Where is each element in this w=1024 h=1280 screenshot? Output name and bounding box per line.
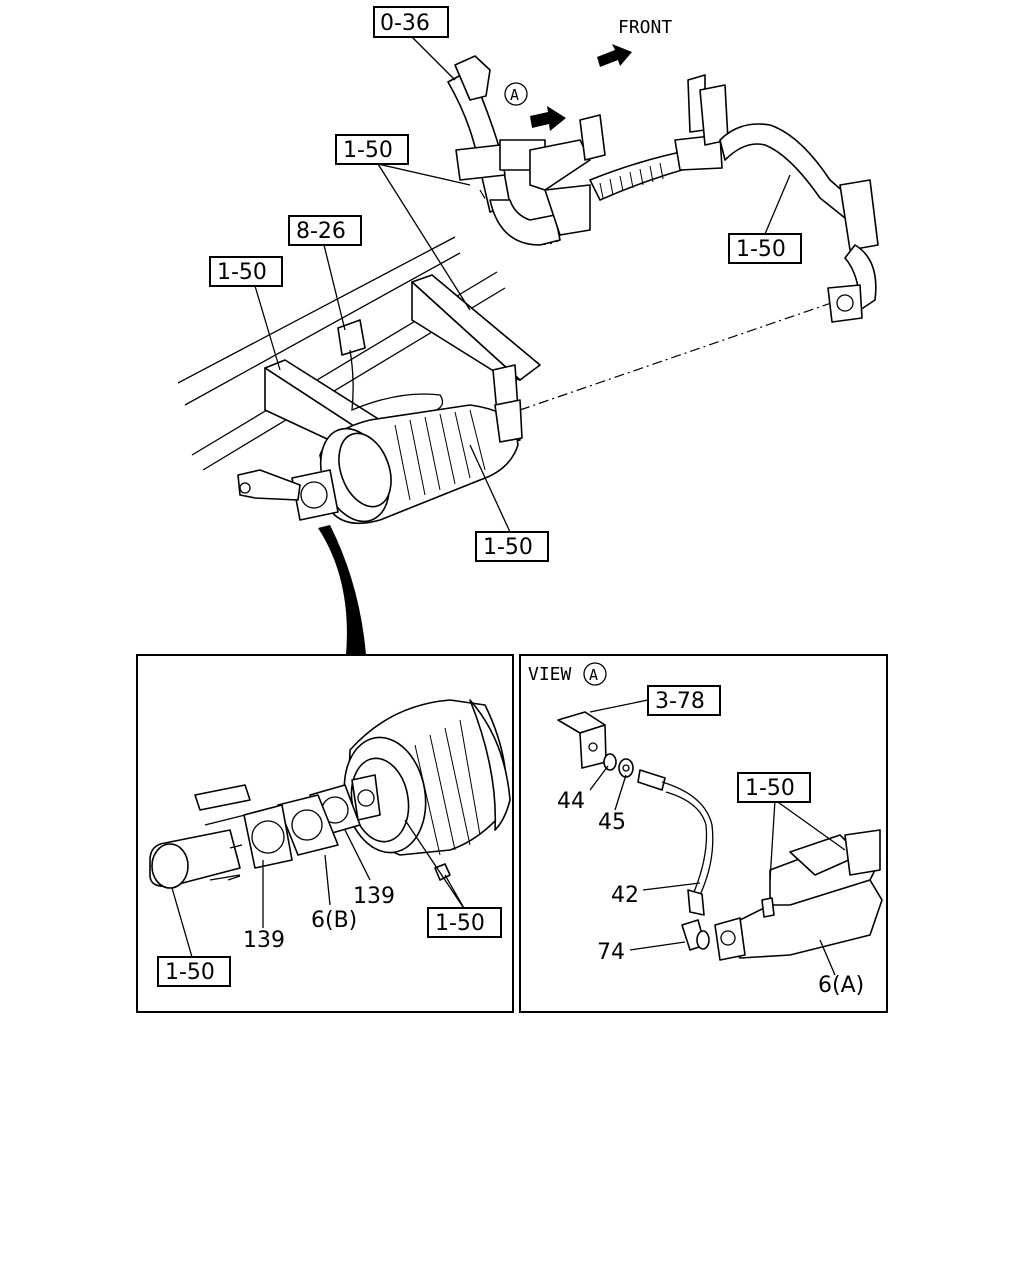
front-label: FRONT — [618, 17, 672, 38]
svg-text:3-78: 3-78 — [655, 689, 705, 714]
ref-3-78: 3-78 — [647, 685, 721, 716]
label-45: 45 — [598, 810, 626, 835]
label-74: 74 — [597, 940, 625, 965]
ref-1-50-right: 1-50 — [728, 233, 802, 264]
ref-1-50-inset-a: 1-50 — [427, 907, 502, 938]
ref-1-50-bottom: 1-50 — [475, 531, 549, 562]
svg-text:1-50: 1-50 — [343, 138, 393, 163]
view-a-marker-letter: A — [510, 86, 519, 104]
svg-text:1-50: 1-50 — [165, 960, 215, 985]
label-139-a: 139 — [243, 928, 285, 953]
ref-1-50-view: 1-50 — [737, 772, 811, 803]
detail-panel-view-a: VIEW A — [519, 654, 888, 1013]
svg-text:1-50: 1-50 — [483, 535, 533, 560]
view-label: VIEW — [528, 664, 572, 685]
ref-1-50-left: 1-50 — [209, 256, 283, 287]
svg-text:8-26: 8-26 — [296, 219, 346, 244]
view-label-marker: A — [589, 666, 598, 684]
svg-text:1-50: 1-50 — [736, 237, 786, 262]
label-6a: 6(A) — [818, 973, 864, 998]
rear-pipe — [589, 74, 879, 323]
label-44: 44 — [557, 789, 585, 814]
detail-pointer — [318, 525, 366, 655]
label-42: 42 — [611, 883, 639, 908]
front-arrow — [597, 44, 632, 67]
svg-text:1-50: 1-50 — [435, 911, 485, 936]
detail-panel-left: 139 6(B) 139 1-50 1-50 — [136, 654, 514, 1013]
svg-text:0-36: 0-36 — [380, 11, 430, 36]
upper-exhaust-pipe — [447, 55, 606, 246]
ref-8-26: 8-26 — [288, 215, 362, 246]
svg-text:1-50: 1-50 — [745, 776, 795, 801]
label-6b: 6(B) — [311, 908, 357, 933]
top-assembly: FRONT A 0-36 1-50 8-26 1-50 — [177, 6, 879, 655]
label-139-b: 139 — [353, 884, 395, 909]
view-a-marker: A — [504, 82, 566, 131]
converter-body — [319, 399, 523, 525]
ref-1-50-top: 1-50 — [335, 134, 409, 165]
svg-text:1-50: 1-50 — [217, 260, 267, 285]
ref-0-36: 0-36 — [373, 6, 449, 38]
converter-inlet-flange — [237, 469, 339, 521]
ref-1-50-inset-b: 1-50 — [157, 956, 231, 987]
sensor-harness — [337, 319, 444, 416]
